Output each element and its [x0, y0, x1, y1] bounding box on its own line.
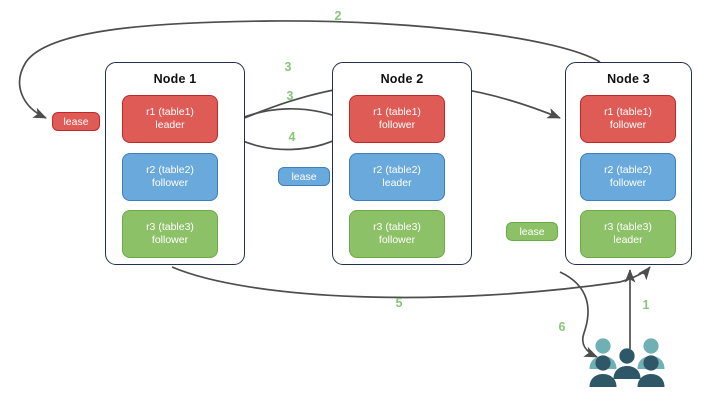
replica-name: r2 (table2) [146, 164, 194, 176]
replica-name: r1 (table1) [604, 106, 652, 118]
replica-node2-r1[interactable]: r1 (table1) follower [349, 95, 445, 143]
replica-role: follower [151, 234, 189, 246]
replica-node1-r2[interactable]: r2 (table2) follower [122, 153, 218, 201]
replica-node3-r1[interactable]: r1 (table1) follower [580, 95, 676, 143]
step-label-2: 2 [334, 9, 342, 23]
step-label-5: 5 [395, 296, 403, 310]
replica-node3-r3[interactable]: r3 (table3) leader [580, 210, 676, 258]
replica-role: leader [613, 234, 643, 246]
replica-name: r1 (table1) [146, 106, 194, 118]
step-label-1: 1 [642, 298, 650, 312]
step-label-4: 4 [288, 130, 296, 144]
replica-role: follower [151, 177, 189, 189]
replica-name: r1 (table1) [373, 106, 421, 118]
step-label-3-upper: 3 [284, 60, 292, 74]
replica-node1-r1[interactable]: r1 (table1) leader [122, 95, 218, 143]
replica-name: r2 (table2) [373, 164, 421, 176]
step-label-3-lower: 3 [286, 89, 294, 103]
replica-role: leader [382, 177, 412, 189]
replica-role: follower [609, 177, 647, 189]
lease-badge-blue[interactable]: lease [278, 167, 330, 186]
step-label-6: 6 [558, 320, 566, 334]
people-group-icon [589, 338, 665, 387]
lease-badge-green[interactable]: lease [506, 222, 558, 241]
replica-node2-r2[interactable]: r2 (table2) leader [349, 153, 445, 201]
replica-node2-r3[interactable]: r3 (table3) follower [349, 210, 445, 258]
replica-role: leader [155, 119, 185, 131]
lease-badge-red[interactable]: lease [52, 112, 100, 131]
replica-name: r2 (table2) [604, 164, 652, 176]
replica-name: r3 (table3) [604, 221, 652, 233]
arrow-step-5 [171, 266, 651, 299]
node-title-1: Node 1 [153, 72, 197, 86]
replica-name: r3 (table3) [373, 221, 421, 233]
replica-node1-r3[interactable]: r3 (table3) follower [122, 210, 218, 258]
replica-node3-r2[interactable]: r2 (table2) follower [580, 153, 676, 201]
replica-name: r3 (table3) [146, 221, 194, 233]
replica-role: follower [378, 119, 416, 131]
replica-role: follower [378, 234, 416, 246]
node-title-3: Node 3 [607, 72, 650, 86]
replica-role: follower [609, 119, 647, 131]
node-title-2: Node 2 [380, 72, 424, 86]
